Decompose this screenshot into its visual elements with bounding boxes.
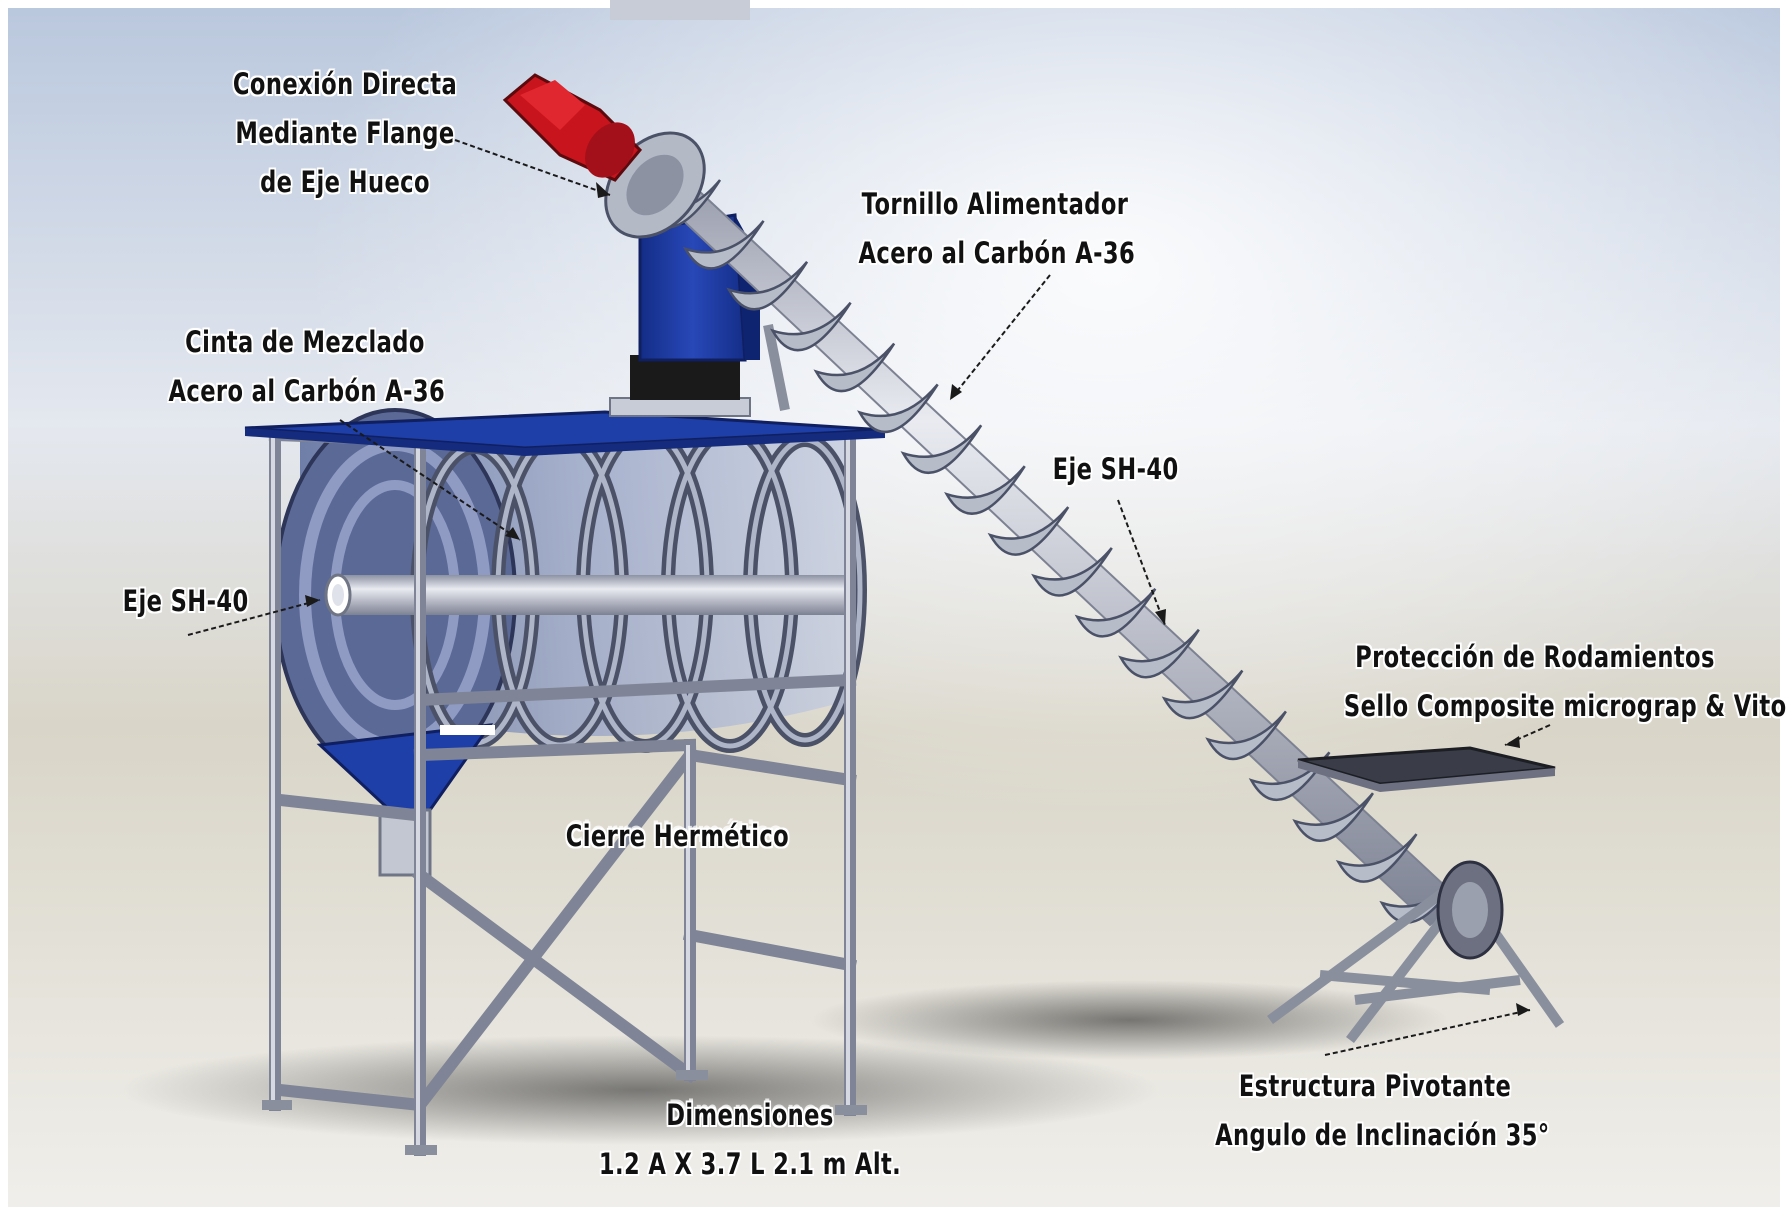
label-line: Acero al Carbón A-36	[858, 236, 1136, 270]
screw-flight	[769, 301, 852, 352]
callout-arrowheads	[305, 182, 1530, 1016]
label-proteccion-rodamientos: Protección de Rodamientos Sello Composit…	[1343, 633, 1788, 731]
label-conexion-directa: Conexión Directa Mediante Flange de Eje …	[232, 60, 458, 207]
pivot-bearing	[1436, 860, 1504, 960]
bearing-guard	[1297, 746, 1556, 792]
mixer-shadow	[120, 1035, 1160, 1145]
label-line: Sello Composite micrograp & Viton	[1343, 689, 1788, 723]
label-tornillo-alimentador: Tornillo Alimentador Acero al Carbón A-3…	[858, 180, 1136, 278]
label-estructura-pivotante: Estructura Pivotante Angulo de Inclinaci…	[1215, 1062, 1550, 1160]
label-line: Cierre Hermético	[565, 819, 790, 853]
screw-flight	[1118, 628, 1200, 679]
label-eje-mixer: Eje SH-40	[122, 577, 249, 626]
screw-flight	[1031, 547, 1113, 597]
mixer-frame-highlight	[271, 435, 850, 1150]
label-dimensiones-shadow: Dimensiones	[668, 1094, 832, 1128]
screw-flight	[1248, 751, 1331, 802]
screw-flight	[944, 465, 1026, 515]
label-line: 1.2 A X 3.7 L 2.1 m Alt.	[598, 1147, 902, 1181]
screw-flight	[900, 424, 983, 474]
label-line: Acero al Carbón A-36	[168, 374, 446, 408]
label-line: Tornillo Alimentador	[861, 187, 1129, 221]
label-eje-screw: Eje SH-40	[1052, 445, 1179, 494]
label-cinta-mezclado: Cinta de Mezclado Acero al Carbón A-36	[168, 318, 446, 416]
screw-flights	[639, 179, 1462, 924]
screw-shadow	[810, 980, 1450, 1060]
label-line: Angulo de Inclinación 35°	[1215, 1118, 1550, 1152]
screw-flight	[987, 506, 1070, 556]
label-line: Estructura Pivotante	[1238, 1069, 1512, 1103]
screw-flight	[726, 260, 809, 311]
label-line: Mediante Flange	[235, 116, 455, 150]
callout-arrows	[187, 139, 1551, 1056]
frame-feet	[262, 1070, 867, 1155]
label-line: de Eje Hueco	[260, 165, 430, 199]
label-line: Cinta de Mezclado	[185, 325, 425, 359]
screw-flight	[682, 220, 765, 270]
label-line: Protección de Rodamientos	[1355, 640, 1715, 674]
screw-flight	[1205, 710, 1287, 761]
screw-flight	[1161, 669, 1244, 720]
label-cierre-shadow: Cierre Hermético	[566, 815, 784, 849]
label-line: Dimensiones	[666, 1098, 834, 1132]
label-line: Eje SH-40	[122, 584, 249, 618]
screw-flight	[1292, 792, 1374, 842]
mixer-shaft	[324, 573, 855, 617]
screw-flight	[813, 342, 896, 393]
label-line: Conexión Directa	[232, 67, 458, 101]
screw-flight	[1335, 833, 1418, 883]
label-line: Eje SH-40	[1052, 452, 1179, 486]
screw-flight	[1074, 588, 1157, 638]
screw-flight	[856, 383, 939, 434]
gear-motor	[502, 73, 643, 182]
label-dimensiones: Dimensiones 1.2 A X 3.7 L 2.1 m Alt.	[586, 1091, 914, 1189]
label-cierre-hermetico: Cierre Hermético	[565, 812, 790, 861]
